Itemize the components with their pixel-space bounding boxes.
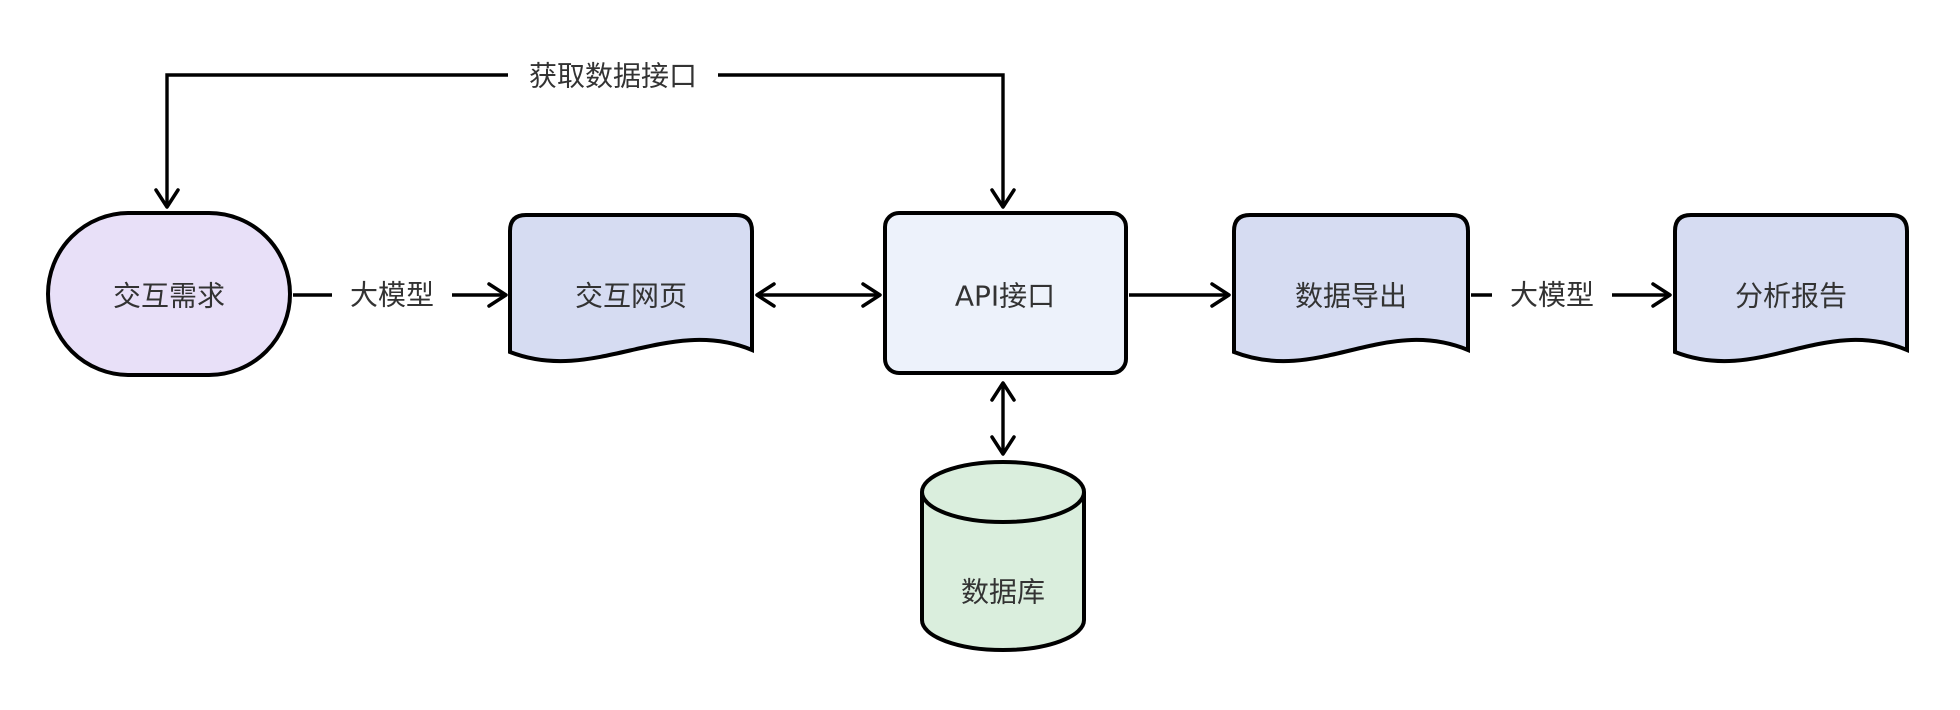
node-database: 数据库 bbox=[920, 460, 1086, 652]
node-report: 分析报告 bbox=[1673, 213, 1909, 363]
document-shape bbox=[1232, 213, 1470, 363]
node-requirement: 交互需求 bbox=[46, 211, 292, 377]
edge-label-llm-right: 大模型 bbox=[1510, 279, 1594, 312]
edge-api-requirement: 获取数据接口 bbox=[154, 54, 1016, 209]
node-export: 数据导出 bbox=[1232, 213, 1470, 363]
edge-requirement-webpage: 大模型 bbox=[293, 274, 508, 316]
edge-export-report: 大模型 bbox=[1471, 274, 1672, 316]
node-webpage: 交互网页 bbox=[508, 213, 754, 363]
edge-label-fetch-data-api: 获取数据接口 bbox=[529, 60, 697, 93]
node-label-report: 分析报告 bbox=[1735, 280, 1847, 313]
document-shape bbox=[508, 213, 754, 363]
node-label-requirement: 交互需求 bbox=[113, 280, 225, 313]
node-label-api: API接口 bbox=[955, 280, 1055, 313]
rectangle-shape bbox=[883, 211, 1128, 375]
edge-label-background bbox=[332, 274, 452, 316]
node-api: API接口 bbox=[883, 211, 1128, 375]
cylinder-body-shape bbox=[920, 460, 1086, 652]
edge-label-background bbox=[508, 54, 718, 96]
stadium-shape bbox=[46, 211, 292, 377]
edge-label-background bbox=[1492, 274, 1612, 316]
node-label-database: 数据库 bbox=[961, 576, 1045, 609]
node-label-webpage: 交互网页 bbox=[575, 280, 687, 313]
node-label-export: 数据导出 bbox=[1295, 280, 1407, 313]
edge-label-llm-left: 大模型 bbox=[350, 279, 434, 312]
document-shape bbox=[1673, 213, 1909, 363]
cylinder-top-lip bbox=[920, 491, 1086, 524]
